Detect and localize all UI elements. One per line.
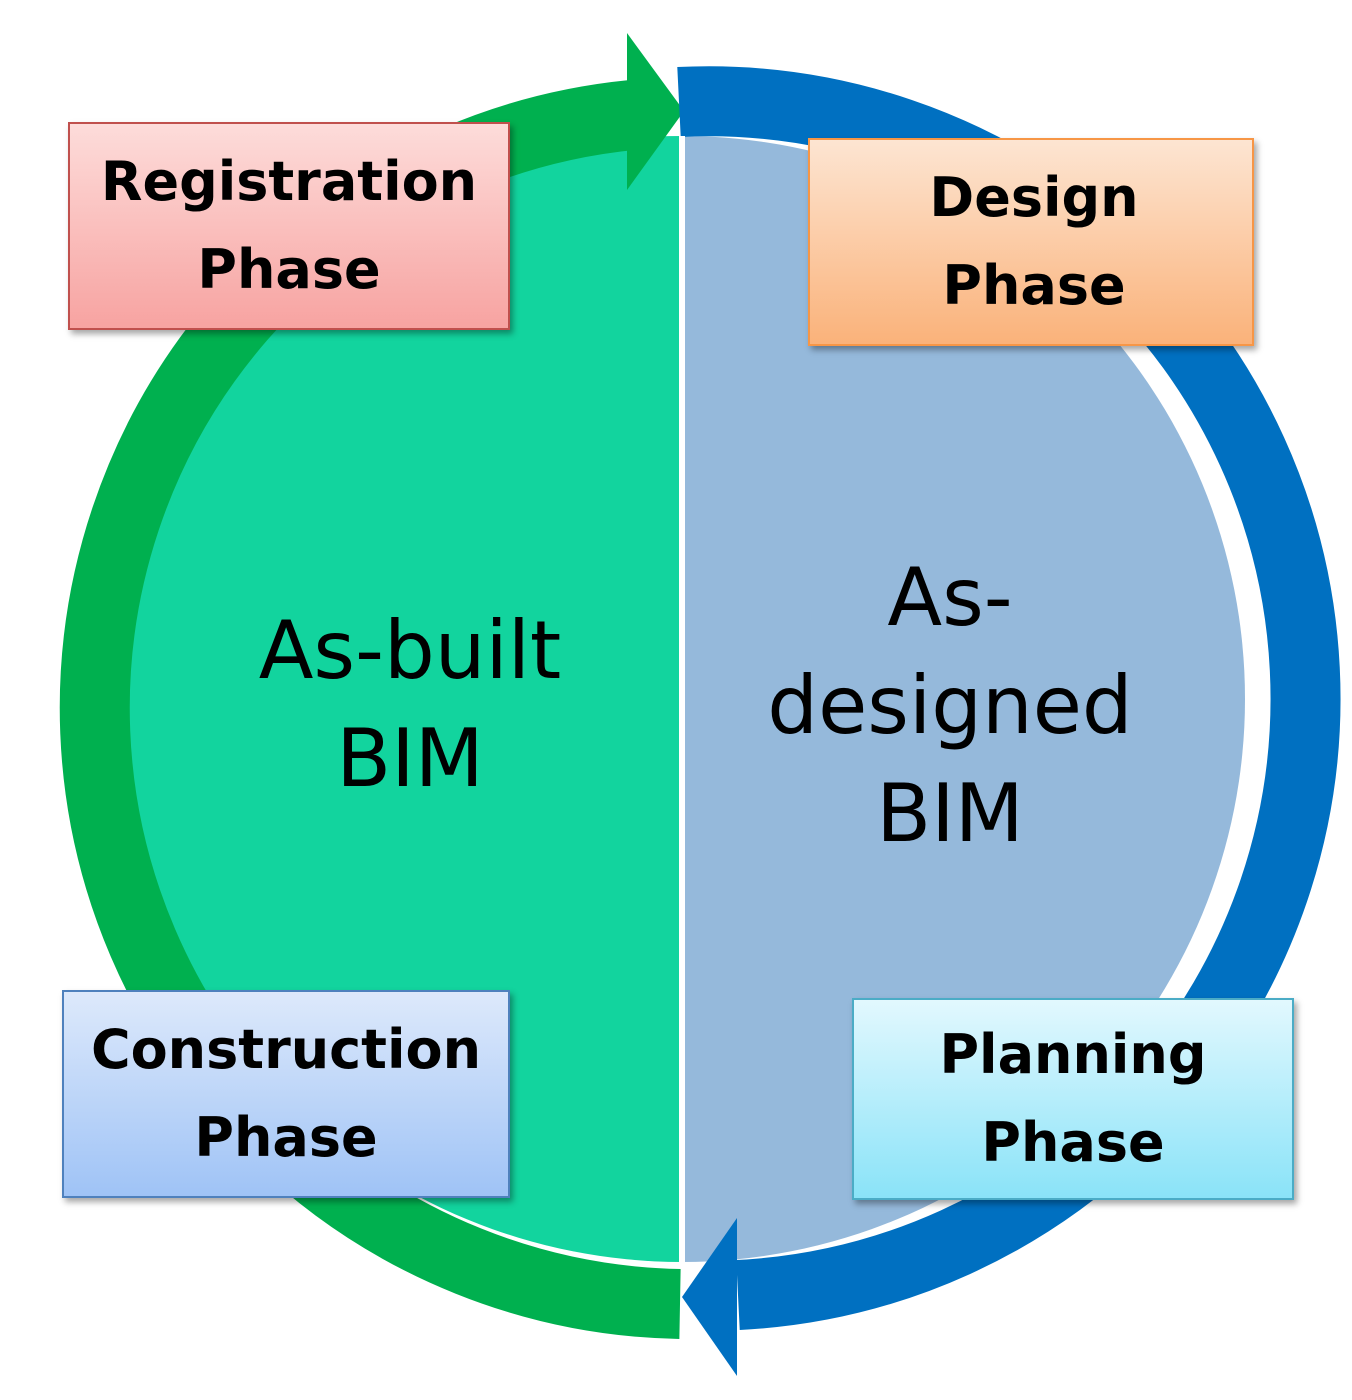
registration-phase-line-2: Phase xyxy=(197,238,381,301)
as-built-half-disc xyxy=(119,136,682,1262)
construction-phase-line-2: Phase xyxy=(194,1106,378,1169)
registration-phase-line-1: Registration xyxy=(100,150,478,213)
arrow-right-icon xyxy=(627,33,684,190)
registration-phase-box: Registration Phase xyxy=(68,122,510,330)
planning-phase-box: Planning Phase xyxy=(852,998,1294,1200)
as-built-line-1: As-built xyxy=(258,604,562,697)
as-designed-line-1: As- xyxy=(887,551,1013,644)
design-phase-box: Design Phase xyxy=(808,138,1254,346)
planning-phase-line-2: Phase xyxy=(981,1111,1165,1174)
arrow-left-icon xyxy=(682,1218,737,1376)
as-designed-line-3: BIM xyxy=(876,767,1024,860)
as-built-line-2: BIM xyxy=(336,712,484,805)
as-designed-bim-label: As- designed BIM xyxy=(730,544,1170,868)
design-phase-line-2: Phase xyxy=(942,254,1126,317)
planning-phase-line-1: Planning xyxy=(939,1023,1207,1086)
as-designed-line-2: designed xyxy=(767,659,1133,752)
as-designed-half-disc xyxy=(682,136,1245,1262)
as-built-bim-label: As-built BIM xyxy=(210,597,610,813)
construction-phase-line-1: Construction xyxy=(90,1018,482,1081)
design-phase-line-1: Design xyxy=(929,166,1139,229)
construction-phase-box: Construction Phase xyxy=(62,990,510,1198)
